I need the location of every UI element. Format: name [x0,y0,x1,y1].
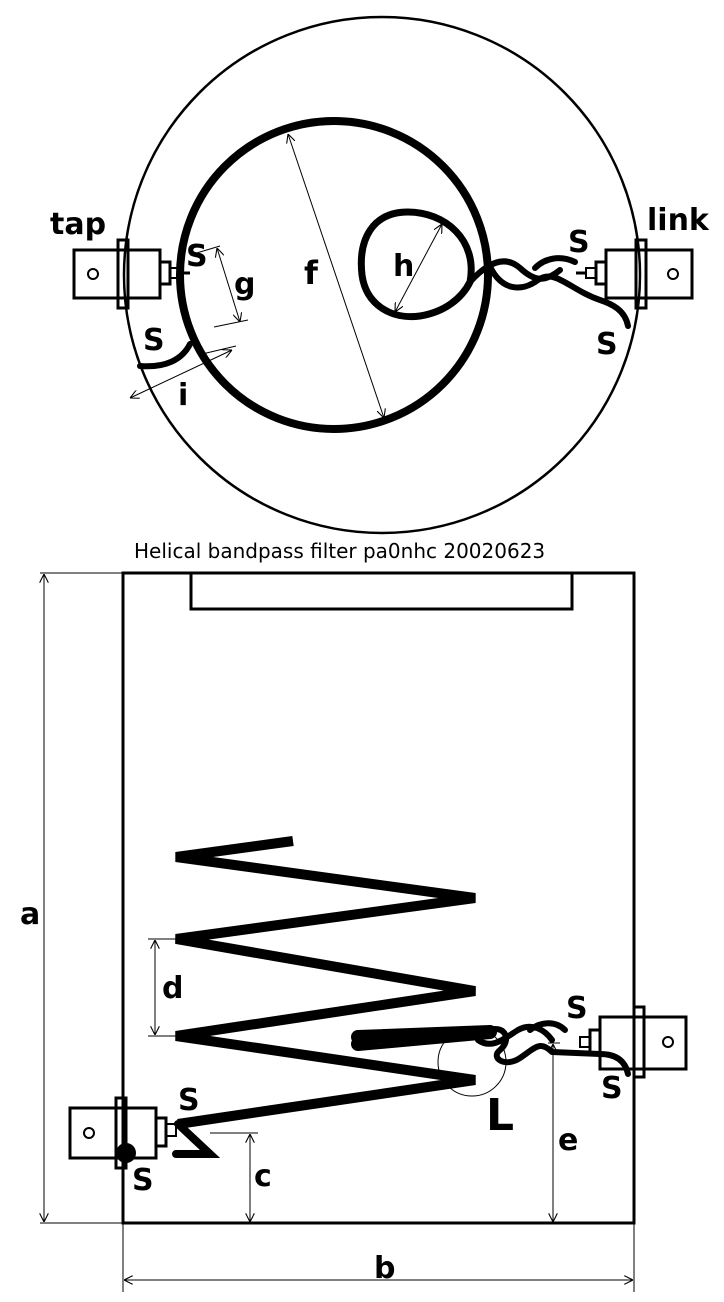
dim-f-arrow [288,134,384,418]
dim-h-label: h [393,249,414,284]
dim-g-arrow [217,248,240,322]
top-view: tap link f h g i S S S S [50,15,710,535]
link-label: link [647,203,710,238]
link-solder-top [532,255,578,271]
solder-label-tap: S [186,239,208,274]
top-cap [189,571,574,611]
dim-h-arrow [395,224,442,312]
helix-coil-circle [176,117,492,433]
solder-label-link-top: S [568,225,590,260]
link-solder-side [527,1020,568,1033]
tap-lead [172,1120,221,1158]
link-hairpin [351,1025,497,1051]
solder-label-ground: S [143,323,165,358]
dim-a-label: a [20,897,40,932]
dim-b-label: b [374,1251,395,1286]
dim-i-arrow [130,350,232,398]
tap-connector-side [68,1096,177,1170]
helix-coil [175,836,476,1129]
dim-c-label: c [254,1159,272,1194]
tap-label: tap [50,207,106,242]
link-twist-side-2 [475,1023,555,1047]
link-twist-2 [485,259,631,329]
link-ground-side [597,1051,631,1077]
link-connector [576,238,694,310]
diagram-title: Helical bandpass filter pa0nhc 20020623 [134,539,545,563]
solder-label-side-tap-top: S [178,1083,200,1118]
solder-label-side-link-top: S [566,991,588,1026]
tap-connector [72,238,190,310]
tap-ground-solder [116,1143,136,1163]
inductor-label: L [486,1090,514,1141]
solder-label-link-bottom: S [596,327,618,362]
can-outline-circle [122,15,642,535]
dim-f-label: f [304,254,319,292]
solder-label-side-tap-bottom: S [132,1163,154,1198]
dim-g-label: g [234,267,255,302]
solder-label-side-link-bottom: S [601,1071,623,1106]
dim-i-label: i [178,378,188,413]
side-view: a b c d e L S S S S [20,571,688,1292]
dim-e-label: e [558,1123,578,1158]
link-connector-side [579,1005,688,1079]
link-loop [357,208,475,321]
dim-d-label: d [162,971,183,1006]
